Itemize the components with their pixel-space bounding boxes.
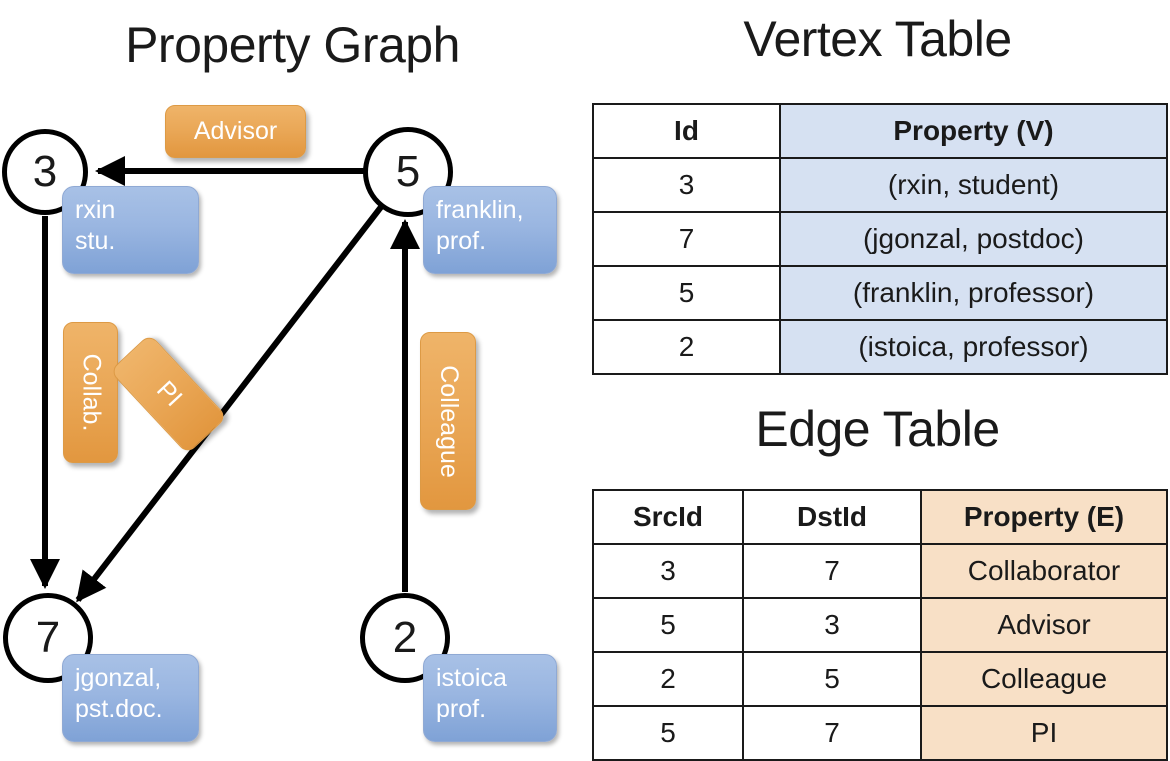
graph-node-3-label: 3 bbox=[32, 147, 58, 196]
table-row[interactable]: 2 (istoica, professor) bbox=[592, 319, 1168, 375]
table-row[interactable]: 7 (jgonzal, postdoc) bbox=[592, 211, 1168, 267]
vertex-property-box-2: istoica prof. bbox=[423, 654, 557, 742]
edge-cell-dst: 3 bbox=[742, 597, 922, 653]
vertex-cell-property: (istoica, professor) bbox=[779, 319, 1168, 375]
edge-label-box-advisor: Advisor bbox=[165, 105, 306, 158]
vertex-cell-id: 5 bbox=[592, 265, 781, 321]
graph-edges-svg bbox=[30, 156, 420, 603]
page-title-edge-table: Edge Table bbox=[755, 401, 1000, 457]
edge-cell-src: 5 bbox=[592, 705, 744, 761]
edge-table-header-row: SrcId DstId Property (E) bbox=[592, 489, 1168, 545]
vertex-table: Id Property (V) 3 (rxin, student) 7 (jgo… bbox=[592, 103, 1168, 375]
edge-label-collab-text: Collab. bbox=[77, 353, 106, 432]
edge-label-box-collab: Collab. bbox=[63, 322, 118, 463]
edge-cell-property: Colleague bbox=[920, 651, 1168, 707]
vertex-cell-property: (franklin, professor) bbox=[779, 265, 1168, 321]
vertex-property-box-3: rxin stu. bbox=[62, 186, 199, 274]
table-row[interactable]: 5 3 Advisor bbox=[592, 597, 1168, 653]
edge-cell-src: 3 bbox=[592, 543, 744, 599]
vertex-table-header-id: Id bbox=[592, 103, 781, 159]
page-title-vertex-table: Vertex Table bbox=[743, 11, 1012, 67]
edge-table-header-property: Property (E) bbox=[920, 489, 1168, 545]
table-row[interactable]: 3 (rxin, student) bbox=[592, 157, 1168, 213]
edge-cell-src: 5 bbox=[592, 597, 744, 653]
edge-cell-property: Collaborator bbox=[920, 543, 1168, 599]
vertex-cell-id: 3 bbox=[592, 157, 781, 213]
graph-node-2-label: 2 bbox=[392, 613, 418, 662]
edge-table: SrcId DstId Property (E) 3 7 Collaborato… bbox=[592, 489, 1168, 761]
property-graph-diagram: 3 5 7 2 rxin stu. franklin, prof. jgonza… bbox=[0, 0, 585, 760]
vertex-cell-id: 7 bbox=[592, 211, 781, 267]
vertex-property-box-7: jgonzal, pst.doc. bbox=[62, 654, 199, 742]
edge-label-box-colleague: Colleague bbox=[420, 332, 476, 510]
edge-cell-dst: 7 bbox=[742, 705, 922, 761]
edge-label-advisor-text: Advisor bbox=[193, 117, 278, 145]
vertex-cell-id: 2 bbox=[592, 319, 781, 375]
vertex-cell-property: (rxin, student) bbox=[779, 157, 1168, 213]
page-title-property-graph: Property Graph bbox=[125, 17, 460, 73]
graph-node-5[interactable]: 5 bbox=[363, 127, 453, 217]
vertex-table-header-row: Id Property (V) bbox=[592, 103, 1168, 159]
graph-node-7-label: 7 bbox=[35, 613, 61, 662]
vertex-table-header-property: Property (V) bbox=[779, 103, 1168, 159]
graph-node-2[interactable]: 2 bbox=[360, 593, 450, 683]
edge-cell-dst: 7 bbox=[742, 543, 922, 599]
graph-node-5-label: 5 bbox=[395, 147, 421, 196]
vertex-property-box-5: franklin, prof. bbox=[423, 186, 557, 274]
table-row[interactable]: 2 5 Colleague bbox=[592, 651, 1168, 707]
edge-table-header-srcid: SrcId bbox=[592, 489, 744, 545]
edge-cell-dst: 5 bbox=[742, 651, 922, 707]
edge-label-pi-text: PI bbox=[150, 375, 188, 412]
edge-5-to-7 bbox=[75, 205, 384, 603]
table-row[interactable]: 3 7 Collaborator bbox=[592, 543, 1168, 599]
table-row[interactable]: 5 (franklin, professor) bbox=[592, 265, 1168, 321]
edge-label-colleague-text: Colleague bbox=[434, 364, 463, 478]
vertex-cell-property: (jgonzal, postdoc) bbox=[779, 211, 1168, 267]
edge-table-header-dstid: DstId bbox=[742, 489, 922, 545]
edge-cell-property: PI bbox=[920, 705, 1168, 761]
edge-cell-src: 2 bbox=[592, 651, 744, 707]
edge-cell-property: Advisor bbox=[920, 597, 1168, 653]
table-row[interactable]: 5 7 PI bbox=[592, 705, 1168, 761]
